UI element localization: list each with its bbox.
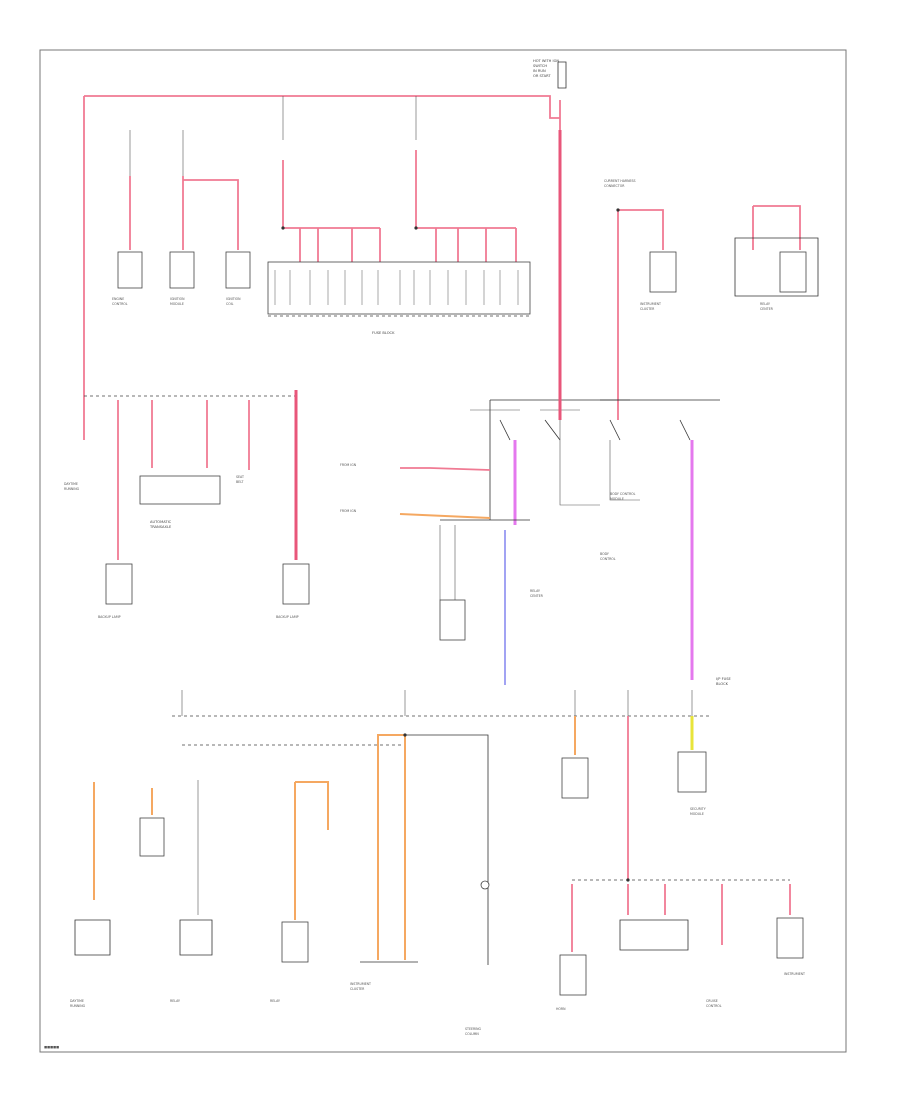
svg-text:MODULE: MODULE [610,497,624,501]
svg-text:CLUSTER: CLUSTER [640,307,655,311]
svg-text:BACKUP LAMP: BACKUP LAMP [276,615,299,619]
svg-text:CENTER: CENTER [760,307,774,311]
component-br-1 [561,757,589,799]
indicator-lamp [480,880,490,890]
svg-text:SWITCH: SWITCH [533,64,547,68]
component-tl-3 [225,251,251,289]
svg-text:BODY CONTROL: BODY CONTROL [610,492,636,496]
svg-text:HORN: HORN [556,1007,566,1011]
svg-text:BELT: BELT [236,480,244,484]
svg-text:INSTRUMENT: INSTRUMENT [784,972,805,976]
component-tl-1 [117,251,143,289]
svg-text:RELAY: RELAY [270,999,280,1003]
svg-text:OR START: OR START [533,74,551,78]
automatic-transaxle [139,475,221,505]
svg-text:ENGINE: ENGINE [112,297,124,301]
svg-text:FROM IGN: FROM IGN [340,463,357,467]
main-bus: I/P FUSE BLOCK [172,677,732,717]
svg-text:CLUSTER: CLUSTER [350,987,365,991]
component-tl-2 [169,251,195,289]
bottom-center-label: STEERING [465,1027,482,1031]
junction-dots [281,208,630,882]
svg-text:INSTRUMENT: INSTRUMENT [350,982,371,986]
component-c-1 [439,599,466,641]
top-right-group: CURRENT HARNESS CONNECTOR INSTRUMENT CLU… [604,179,819,420]
svg-text:TRANSAXLE: TRANSAXLE [149,525,172,529]
svg-text:MODULE: MODULE [170,302,184,306]
svg-text:FROM IGN: FROM IGN [340,509,357,513]
svg-text:RELAY: RELAY [530,589,540,593]
svg-text:MODULE: MODULE [690,812,704,816]
svg-text:RELAY: RELAY [760,302,770,306]
component-tr-2 [779,251,807,293]
component-tr-1 [649,251,677,293]
svg-text:CONTROL: CONTROL [706,1004,722,1008]
svg-text:RELAY: RELAY [170,999,180,1003]
component-br-2 [677,751,707,793]
component-bl-2 [281,921,309,963]
fuse-block: FUSE BLOCK [267,96,531,335]
svg-text:IGNITION: IGNITION [226,297,241,301]
svg-text:BLOCK: BLOCK [716,682,729,686]
svg-text:CONNECTOR: CONNECTOR [604,184,625,188]
bottom-left-group: DAYTIME RUNNING RELAY RELAY [70,744,405,1008]
diagram-frame [39,49,847,1053]
svg-text:CENTER: CENTER [530,594,544,598]
component-bl-1 [139,817,165,857]
right-middle-group: BODY CONTROL MODULE BODY CONTROL [600,399,720,680]
component-br-3 [559,954,587,996]
component-lm-2 [282,563,310,605]
svg-text:IN RUN: IN RUN [533,69,546,73]
fuse-block-label: FUSE BLOCK [372,331,395,335]
svg-text:SEAT: SEAT [236,475,244,479]
main-bus-label: I/P FUSE [716,677,732,681]
svg-text:COIL: COIL [226,302,234,306]
top-power-bus: HOT WITH IGN SWITCH IN RUN OR START [83,59,567,440]
top-switch-label: HOT WITH IGN [533,59,559,63]
top-left-feeds: ENGINE CONTROL IGNITION MODULE IGNITION … [112,130,251,306]
svg-text:BACKUP LAMP: BACKUP LAMP [98,615,121,619]
svg-text:INSTRUMENT: INSTRUMENT [640,302,661,306]
svg-text:CONTROL: CONTROL [600,557,616,561]
bottom-right-group: HORN SECURITY MODULE CRUISE CONTROL INST… [556,716,805,1011]
center-group-label: AUTOMATIC [150,520,172,524]
left-middle-group: AUTOMATIC TRANSAXLE DAYTIME RUNNING BACK… [64,390,310,619]
svg-text:COLUMN: COLUMN [465,1032,479,1036]
svg-text:CURRENT HARNESS: CURRENT HARNESS [604,179,636,183]
svg-text:IGNITION: IGNITION [170,297,185,301]
component-br-4 [776,917,804,959]
svg-text:RUNNING: RUNNING [70,1004,86,1008]
svg-text:SECURITY: SECURITY [690,807,706,811]
svg-text:CONTROL: CONTROL [112,302,128,306]
bottom-right-label: CRUISE [706,999,718,1003]
svg-text:BODY: BODY [600,552,609,556]
bottom-center-group: INSTRUMENT CLUSTER STEERING COLUMN [350,734,490,1036]
component-lm-1 [105,563,133,605]
bottom-left-group-label: DAYTIME [70,999,84,1003]
svg-text:RUNNING: RUNNING [64,487,80,491]
center-switch-area: FROM IGN FROM IGN RELAY CENTER [340,130,630,685]
svg-text:DAYTIME: DAYTIME [64,482,78,486]
page-ref: ■■■■■ [44,1045,59,1049]
fuse-array [267,261,531,315]
